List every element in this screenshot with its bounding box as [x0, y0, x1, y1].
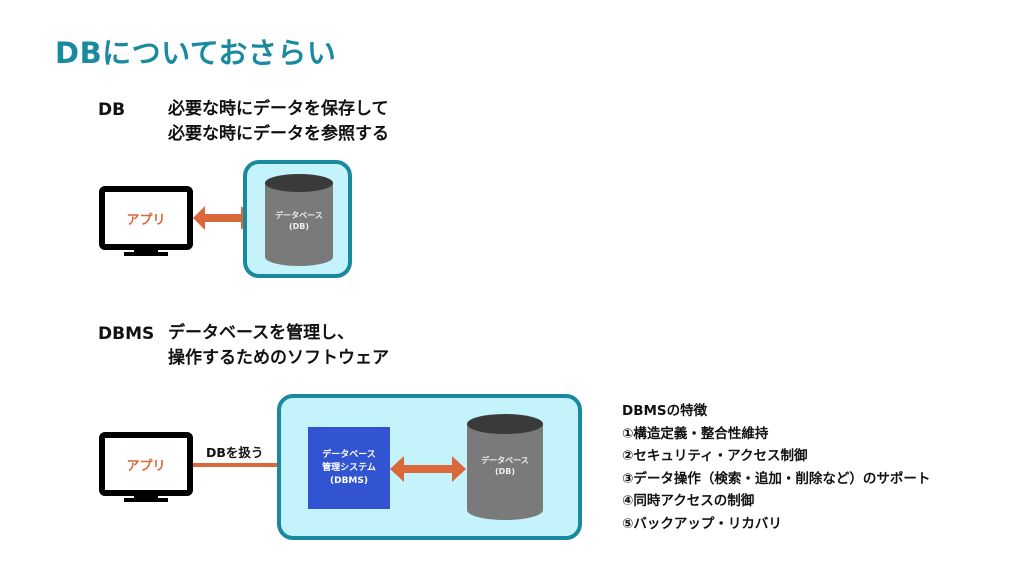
monitor-stand: [134, 495, 158, 500]
db-description: 必要な時にデータを保存して 必要な時にデータを参照する: [168, 97, 389, 147]
database-cylinder-icon: [467, 414, 543, 520]
bidirectional-arrow-icon: [193, 206, 253, 230]
dbms-description: データベースを管理し、 操作するためのソフトウェア: [168, 321, 389, 371]
db-section-label: DB: [98, 100, 126, 120]
monitor-base: [124, 252, 168, 256]
dbms-description-line: 操作するためのソフトウェア: [168, 348, 389, 368]
feature-item: ④同時アクセスの制御: [622, 493, 755, 509]
db-cylinder-label: データベース (DB): [263, 210, 335, 232]
app-monitor-icon: アプリ: [99, 432, 193, 496]
db-description-line: 必要な時にデータを参照する: [168, 124, 389, 144]
monitor-stand: [134, 249, 158, 254]
dbms-label-line: 管理システム: [322, 462, 376, 473]
db-label-line: (DB): [494, 467, 516, 476]
feature-item: ①構造定義・整合性維持: [622, 425, 769, 442]
app-monitor-icon: アプリ: [99, 186, 193, 250]
arrow-label: DBを扱う: [206, 445, 264, 460]
features-heading: DBMSの特徴: [622, 403, 708, 419]
dbms-label-line: データベース: [322, 449, 376, 460]
feature-item: ③データ操作（検索・追加・削除など）のサポート: [622, 470, 931, 487]
db-label-line: (DB): [288, 222, 310, 231]
db-cylinder-label: データベース (DB): [465, 455, 545, 477]
db-label-line: データベース: [481, 456, 529, 465]
db-description-line: 必要な時にデータを保存して: [168, 99, 389, 119]
database-cylinder-icon: [265, 174, 333, 266]
app-label: アプリ: [126, 458, 166, 474]
app-label: アプリ: [126, 212, 166, 228]
dbms-box: データベース 管理システム (DBMS): [308, 427, 390, 509]
dbms-section-label: DBMS: [98, 324, 155, 344]
dbms-description-line: データベースを管理し、: [168, 323, 355, 343]
features-list: DBMSの特徴 ①構造定義・整合性維持 ②セキュリティ・アクセス制御 ③データ操…: [622, 400, 930, 535]
feature-item: ⑤バックアップ・リカバリ: [622, 515, 782, 532]
db-label-line: データベース: [275, 211, 323, 220]
bidirectional-arrow-icon: [390, 456, 466, 482]
page-title: DBについておさらい: [55, 36, 337, 70]
monitor-base: [124, 498, 168, 502]
feature-item: ②セキュリティ・アクセス制御: [622, 448, 808, 464]
dbms-label-line: (DBMS): [329, 475, 368, 486]
